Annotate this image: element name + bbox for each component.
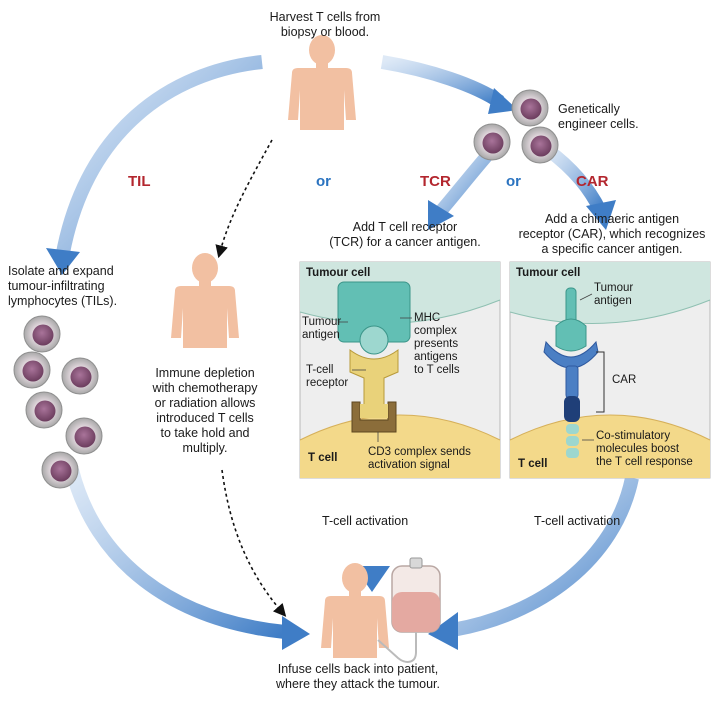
car-tumour-antigen-label: Tumour antigen <box>594 282 634 307</box>
person-icon-immune-depletion <box>171 253 239 348</box>
car-costim-label: Co-stimulatory molecules boost the T cel… <box>596 430 693 468</box>
immune-depletion-label: Immune depletion with chemotherapy or ra… <box>152 366 258 455</box>
lymphocyte-icons-til <box>13 315 103 489</box>
tcr-tumour-antigen-label: Tumour antigen <box>302 316 342 341</box>
arrow-til-to-infuse <box>65 468 286 639</box>
tcr-t-cell-label: T cell <box>308 452 338 464</box>
tcr-heading: Add T cell receptor (TCR) for a cancer a… <box>329 220 481 249</box>
car-panel <box>509 261 711 479</box>
path-label-tcr: TCR <box>420 173 451 190</box>
tcr-leader-lines <box>338 317 412 442</box>
isolate-label: Isolate and expand tumour-infiltrating l… <box>8 264 118 308</box>
car-activation-label: T-cell activation <box>534 514 621 528</box>
arrow-harvest-to-til <box>55 55 263 260</box>
tcr-activation-label: T-cell activation <box>322 514 409 528</box>
iv-bag-icon <box>377 557 441 663</box>
harvest-label: Harvest T cells from biopsy or blood. <box>269 10 381 39</box>
infuse-label: Infuse cells back into patient, where th… <box>276 662 440 691</box>
path-label-or-2: or <box>506 173 521 190</box>
path-label-or-1: or <box>316 173 331 190</box>
car-car-label: CAR <box>612 374 637 386</box>
car-tumour-cell-label: Tumour cell <box>516 267 581 279</box>
engineer-label: Genetically engineer cells. <box>558 102 639 131</box>
tcr-cd3-label: CD3 complex sends activation signal <box>368 446 471 471</box>
path-label-til: TIL <box>128 173 151 190</box>
arrow-harvest-to-engineer <box>380 55 504 108</box>
tcr-mhc-label: MHC complex presents antigens to T cells <box>414 312 460 376</box>
car-heading: Add a chimaeric antigen receptor (CAR), … <box>518 212 706 256</box>
dotted-arrow-lower <box>221 469 287 617</box>
car-t-cell-label: T cell <box>518 458 548 470</box>
path-label-car: CAR <box>576 173 609 190</box>
tcr-receptor-label: T-cell receptor <box>306 364 349 389</box>
arrow-car-to-infuse <box>450 476 639 637</box>
dotted-arrow-upper <box>215 139 273 259</box>
tcr-panel <box>299 261 501 479</box>
tcr-tumour-cell-label: Tumour cell <box>306 267 371 279</box>
car-leader-lines <box>579 293 594 441</box>
person-icon-harvest <box>288 35 356 130</box>
